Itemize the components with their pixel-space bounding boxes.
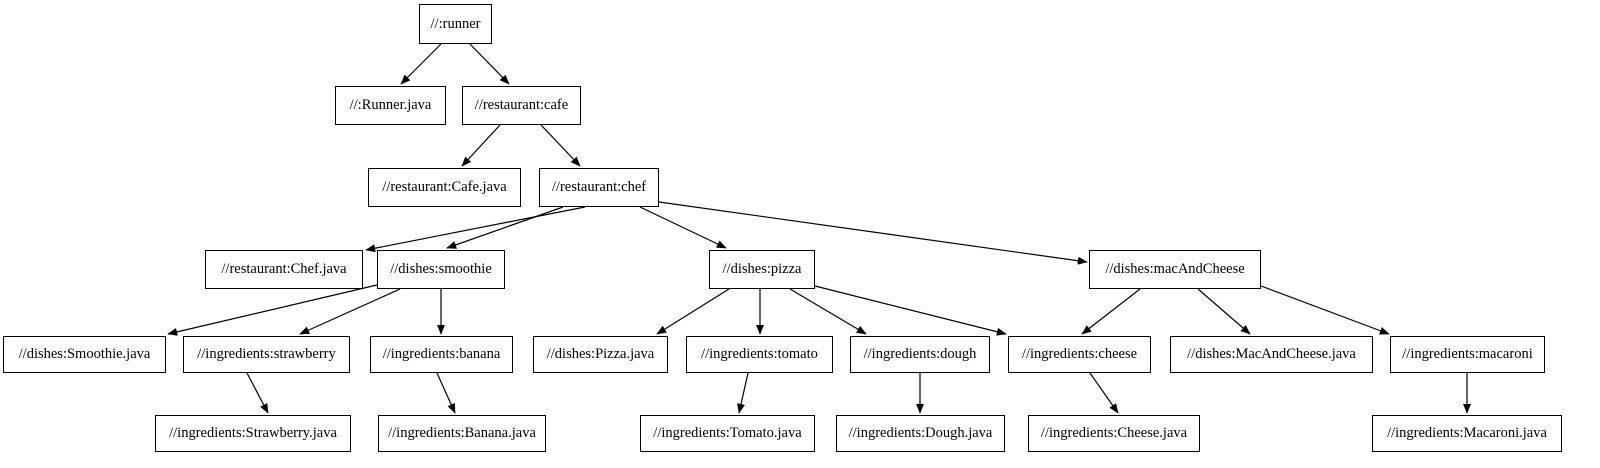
graph-node-dough_java[interactable]: //ingredients:Dough.java bbox=[836, 415, 1005, 452]
node-label: //dishes:Pizza.java bbox=[546, 346, 655, 363]
graph-node-ing_dough[interactable]: //ingredients:dough bbox=[850, 336, 990, 373]
node-label: //dishes:Smoothie.java bbox=[18, 346, 151, 363]
graph-edge-ing_tomato-to-tomato_java bbox=[737, 372, 749, 414]
graph-node-restaurant_chef[interactable]: //restaurant:chef bbox=[539, 168, 659, 207]
graph-edge-dishes_pizza-to-ing_dough bbox=[789, 288, 867, 335]
graph-edge-dishes_mac-to-ing_cheese bbox=[1081, 288, 1141, 335]
graph-node-smoothie_java[interactable]: //dishes:Smoothie.java bbox=[3, 336, 166, 373]
graph-edge-ing_cheese-to-cheese_java bbox=[1089, 372, 1119, 414]
graph-node-pizza_java[interactable]: //dishes:Pizza.java bbox=[533, 336, 668, 373]
graph-node-ing_macaroni[interactable]: //ingredients:macaroni bbox=[1390, 336, 1545, 373]
node-label: //dishes:macAndCheese bbox=[1105, 261, 1245, 278]
graph-node-mac_java[interactable]: //dishes:MacAndCheese.java bbox=[1170, 336, 1373, 373]
graph-edge-restaurant_cafe-to-cafe_java bbox=[461, 124, 501, 167]
graph-node-dishes_mac[interactable]: //dishes:macAndCheese bbox=[1089, 250, 1261, 289]
node-label: //:runner bbox=[430, 15, 481, 32]
node-label: //dishes:MacAndCheese.java bbox=[1187, 346, 1356, 363]
graph-node-strawberry_java[interactable]: //ingredients:Strawberry.java bbox=[155, 415, 351, 452]
node-label: //ingredients:Tomato.java bbox=[653, 425, 802, 442]
node-label: //ingredients:macaroni bbox=[1402, 346, 1533, 363]
graph-node-dishes_smoothie[interactable]: //dishes:smoothie bbox=[377, 250, 505, 289]
graph-node-cheese_java[interactable]: //ingredients:Cheese.java bbox=[1028, 415, 1200, 452]
graph-edge-dishes_mac-to-ing_macaroni bbox=[1260, 285, 1390, 335]
graph-edge-runner-to-restaurant_cafe bbox=[469, 43, 510, 85]
graph-node-ing_banana[interactable]: //ingredients:banana bbox=[370, 336, 513, 373]
node-label: //dishes:pizza bbox=[722, 261, 802, 278]
graph-node-tomato_java[interactable]: //ingredients:Tomato.java bbox=[640, 415, 815, 452]
node-label: //ingredients:Cheese.java bbox=[1040, 425, 1188, 442]
graph-node-chef_java[interactable]: //restaurant:Chef.java bbox=[205, 250, 363, 289]
graph-node-ing_cheese[interactable]: //ingredients:cheese bbox=[1008, 336, 1151, 373]
graph-node-ing_strawberry[interactable]: //ingredients:strawberry bbox=[183, 336, 350, 373]
graph-edge-dishes_smoothie-to-ing_strawberry bbox=[299, 288, 401, 335]
node-label: //ingredients:cheese bbox=[1021, 346, 1138, 363]
graph-edge-dishes_mac-to-mac_java bbox=[1197, 288, 1251, 335]
node-label: //restaurant:Cafe.java bbox=[382, 179, 507, 196]
graph-node-restaurant_cafe[interactable]: //restaurant:cafe bbox=[462, 86, 581, 125]
node-label: //ingredients:strawberry bbox=[197, 346, 336, 363]
graph-node-banana_java[interactable]: //ingredients:Banana.java bbox=[378, 415, 546, 452]
node-label: //:Runner.java bbox=[349, 97, 432, 114]
graph-node-cafe_java[interactable]: //restaurant:Cafe.java bbox=[368, 168, 521, 207]
graph-edge-restaurant_chef-to-chef_java bbox=[365, 206, 586, 253]
graph-edge-ing_strawberry-to-strawberry_java bbox=[246, 372, 269, 414]
graph-edge-restaurant_chef-to-dishes_smoothie bbox=[446, 206, 564, 249]
graph-edge-dishes_pizza-to-pizza_java bbox=[656, 288, 730, 335]
node-label: //ingredients:Strawberry.java bbox=[169, 425, 337, 442]
graph-node-macaroni_java[interactable]: //ingredients:Macaroni.java bbox=[1372, 415, 1562, 452]
graph-edge-restaurant_cafe-to-restaurant_chef bbox=[540, 124, 581, 167]
graph-node-ing_tomato[interactable]: //ingredients:tomato bbox=[686, 336, 833, 373]
graph-edge-dishes_pizza-to-ing_cheese bbox=[814, 285, 1007, 336]
node-label: //ingredients:dough bbox=[863, 346, 977, 363]
node-label: //ingredients:Banana.java bbox=[388, 425, 536, 442]
node-label: //ingredients:Macaroni.java bbox=[1387, 425, 1547, 442]
node-label: //ingredients:banana bbox=[382, 346, 501, 363]
graph-node-dishes_pizza[interactable]: //dishes:pizza bbox=[709, 250, 815, 289]
graph-edge-ing_banana-to-banana_java bbox=[436, 372, 456, 414]
node-label: //restaurant:Chef.java bbox=[221, 261, 347, 278]
node-label: //ingredients:Dough.java bbox=[848, 425, 993, 442]
node-label: //restaurant:cafe bbox=[474, 97, 569, 114]
graph-edge-runner-to-runner_java bbox=[400, 43, 442, 85]
graph-node-runner_java[interactable]: //:Runner.java bbox=[335, 86, 446, 125]
graph-edge-restaurant_chef-to-dishes_pizza bbox=[639, 206, 727, 249]
node-label: //ingredients:tomato bbox=[701, 346, 818, 363]
node-label: //restaurant:chef bbox=[551, 179, 647, 196]
graph-edge-dishes_smoothie-to-smoothie_java bbox=[167, 284, 378, 336]
node-label: //dishes:smoothie bbox=[390, 261, 492, 278]
graph-node-runner[interactable]: //:runner bbox=[419, 4, 492, 44]
